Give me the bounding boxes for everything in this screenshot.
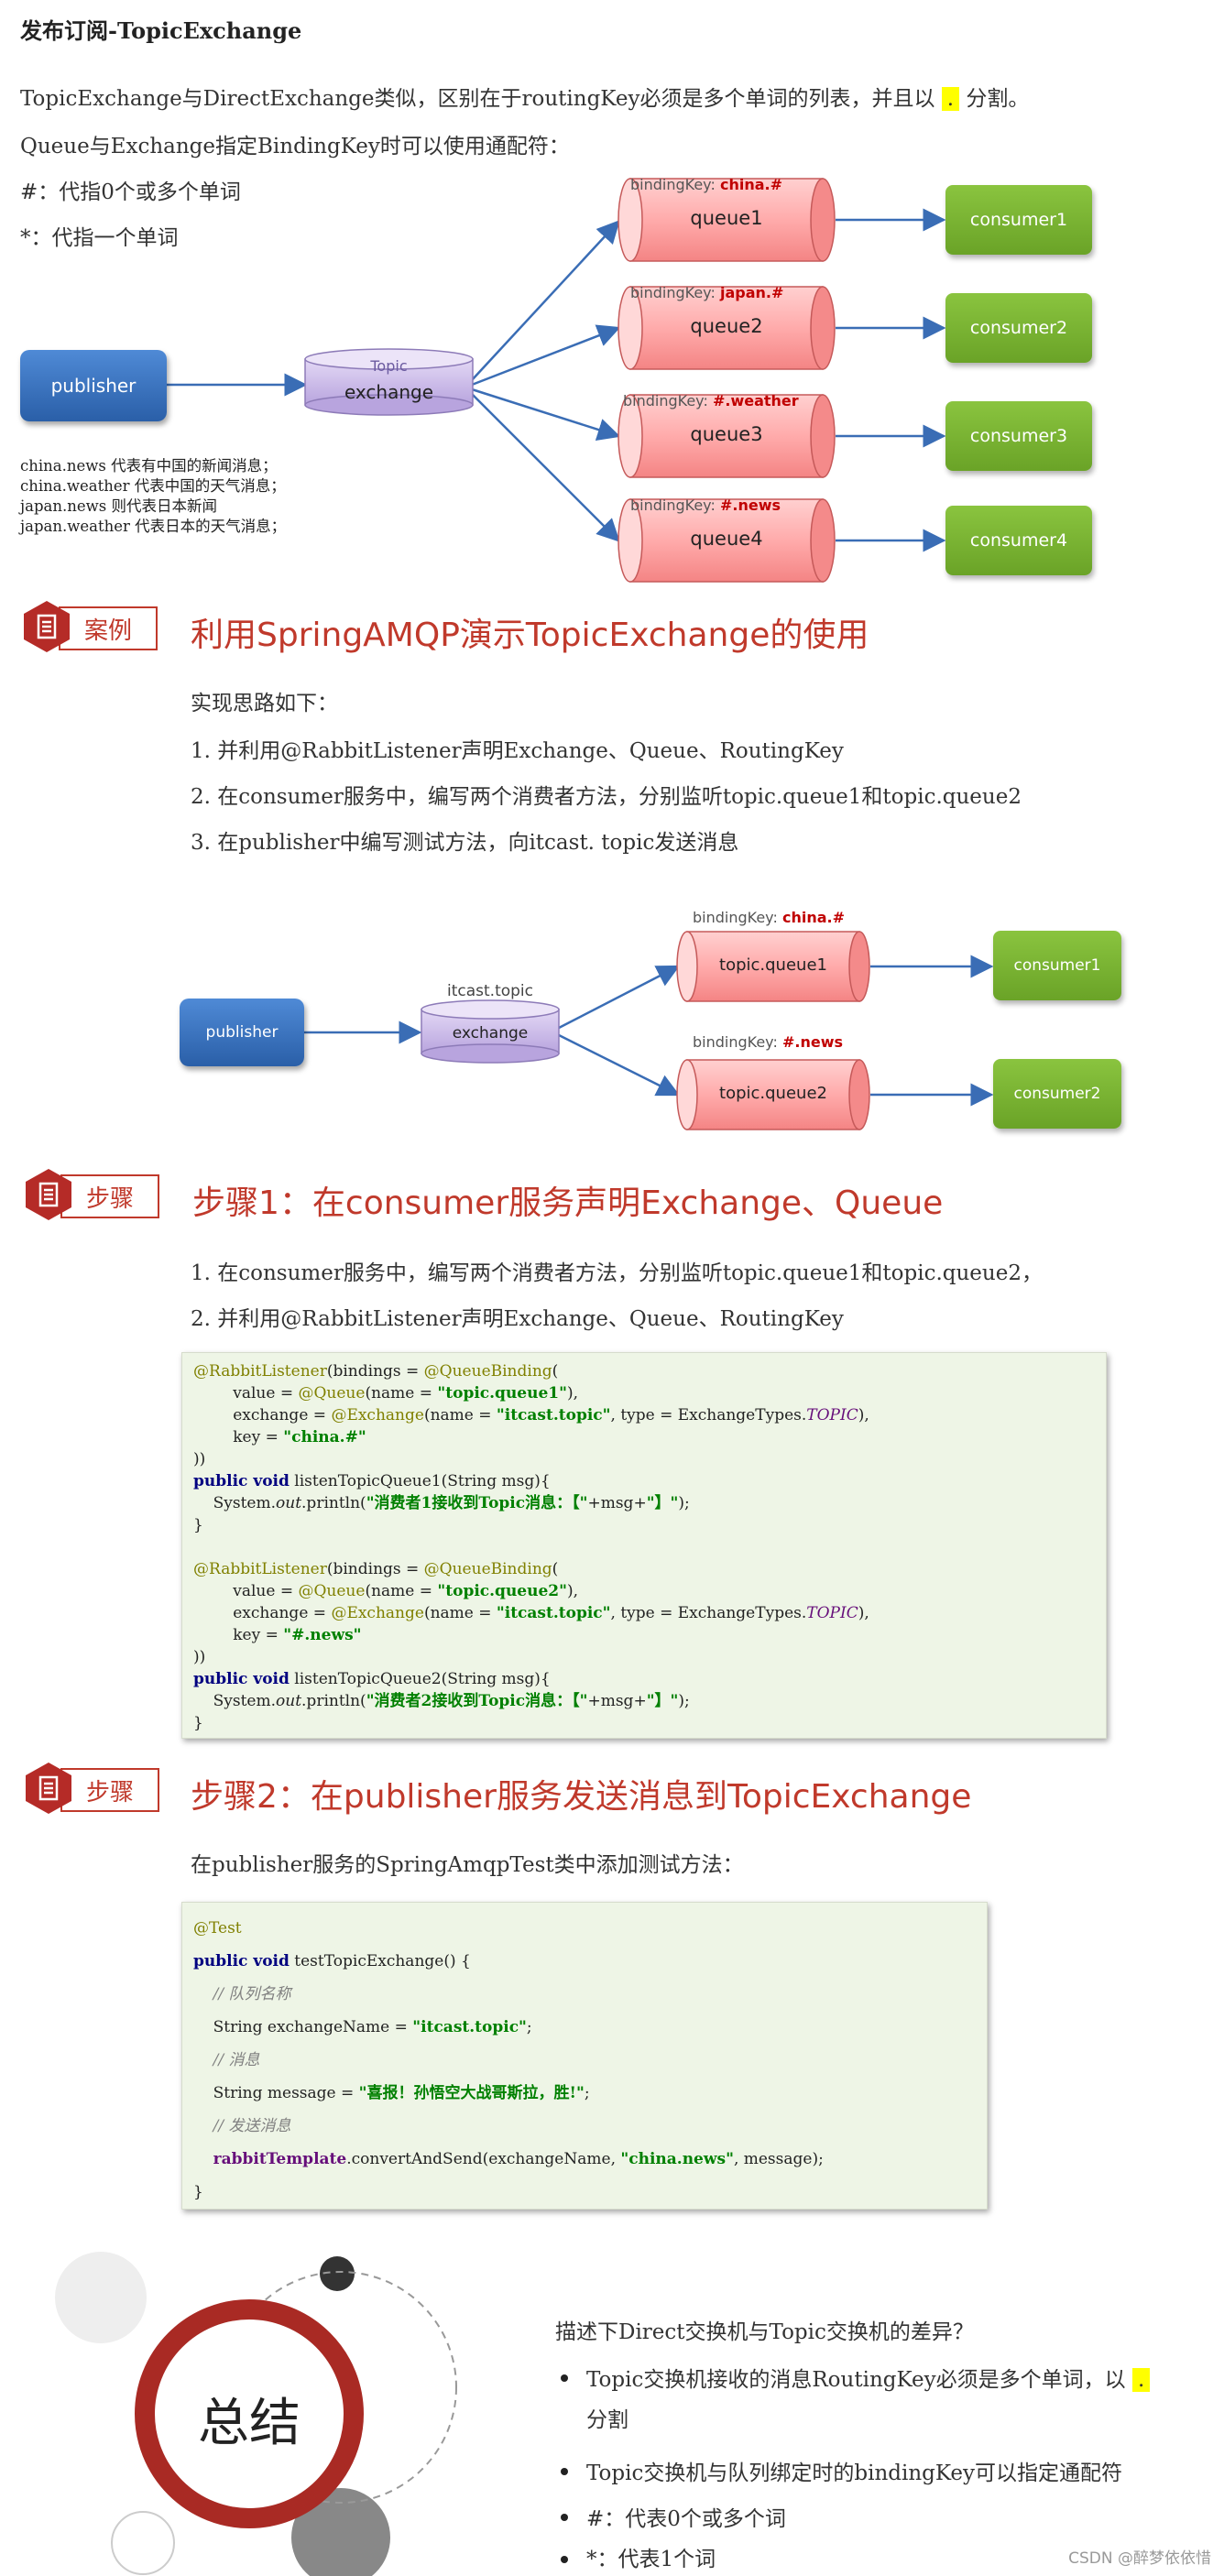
consumer-listener-code: @RabbitListener(bindings = @QueueBinding… [181,1352,1107,1739]
page-title: 发布订阅-TopicExchange [20,13,301,45]
publisher-node: publisher [20,350,167,421]
exchange-label-2: exchange [421,1024,559,1042]
summary-decoration: 总结 [0,2226,513,2576]
publisher-node-2: publisher [180,999,304,1066]
case-step-2: 2. 在consumer服务中，编写两个消费者方法，分别监听topic.queu… [191,779,1022,810]
arrow-exchange-topic-queue2 [559,1035,678,1095]
binding-prefix: bindingKey: [693,1033,778,1051]
intro-line-2: Queue与Exchange指定BindingKey时可以使用通配符： [20,128,570,159]
step1-tag: 步骤 [60,1174,159,1218]
binding-key-1: bindingKey: china.# [630,176,782,193]
summary-circle-text: 总结 [145,2382,354,2456]
exchange-name-label: itcast.topic [421,982,559,1000]
note-line: china.news 代表有中国的新闻消息； [20,456,286,476]
step2-lead: 在publisher服务的SpringAmqpTest类中添加测试方法： [191,1847,744,1878]
summary-bullet-1-end: 分割 [586,2402,628,2433]
bullet-dot [561,2514,568,2521]
step1-item-1: 1. 在consumer服务中，编写两个消费者方法，分别监听topic.queu… [191,1255,1043,1286]
code-text: @Test public void testTopicExchange() { … [182,1903,987,2218]
binding-value: #.news [720,497,781,514]
dot-highlight: . [942,87,959,111]
topic-diagram-2: publisher itcast.topic exchange bindingK… [0,907,1224,1136]
summary-question: 描述下Direct交换机与Topic交换机的差异？ [555,2314,974,2345]
note-line: japan.weather 代表日本的天气消息； [20,517,286,537]
consumer-node-4: consumer4 [945,506,1092,575]
code-text: @RabbitListener(bindings = @QueueBinding… [182,1353,1106,1741]
summary-bullet-1: Topic交换机接收的消息RoutingKey必须是多个单词，以 . [586,2362,1150,2393]
intro-line-1-text: TopicExchange与DirectExchange类似，区别在于routi… [20,87,934,111]
summary-bullet-3: #：代表0个或多个词 [586,2501,786,2532]
binding-prefix: bindingKey: [623,392,708,409]
binding-value: #.weather [713,392,799,409]
arrow-exchange-topic-queue1 [559,966,678,1028]
step2-tag: 步骤 [60,1768,159,1812]
topic-diagram-1: publisher Topic exchange bindingKey: chi… [0,165,1224,595]
binding-value: #.news [782,1033,843,1051]
arrow-exchange-queue4 [472,394,618,540]
step2-title: 步骤2：在publisher服务发送消息到TopicExchange [191,1770,971,1817]
binding-value: china.# [782,909,845,926]
step1-title: 步骤1：在consumer服务声明Exchange、Queue [192,1176,943,1224]
binding-prefix: bindingKey: [630,284,716,301]
consumer-node-2: consumer2 [945,293,1092,363]
binding-prefix: bindingKey: [630,176,716,193]
binding-key-2: bindingKey: japan.# [630,284,783,301]
case-step-3: 3. 在publisher中编写测试方法，向itcast. topic发送消息 [191,824,738,856]
binding-value: japan.# [720,284,783,301]
queue-label-2: queue2 [630,315,823,337]
binding-key-topic-2: bindingKey: #.news [693,1033,843,1051]
binding-prefix: bindingKey: [693,909,778,926]
binding-prefix: bindingKey: [630,497,716,514]
binding-key-3: bindingKey: #.weather [623,392,799,409]
case-title: 利用SpringAMQP演示TopicExchange的使用 [191,608,869,656]
routing-notes: china.news 代表有中国的新闻消息； china.weather 代表中… [20,456,286,537]
case-lead: 实现思路如下： [191,685,338,716]
topic-queue-label-1: topic.queue1 [687,955,859,975]
case-tag: 案例 [59,606,158,650]
note-line: china.weather 代表中国的天气消息； [20,476,286,497]
queue-label-1: queue1 [630,207,823,229]
binding-key-4: bindingKey: #.news [630,497,781,514]
consumer-node-1: consumer1 [945,185,1092,255]
arrow-exchange-queue3 [472,389,618,436]
exchange-type-label: Topic [305,357,473,375]
queue-label-4: queue4 [630,528,823,550]
note-line: japan.news 则代表日本新闻 [20,497,286,517]
intro-line-1-end: 分割。 [966,87,1029,111]
exchange-label: exchange [305,381,473,403]
watermark: CSDN @醉梦依依惜 [1068,2545,1211,2568]
consumer-node-topic-2: consumer2 [993,1059,1121,1129]
summary-bullet-4: *：代表1个词 [586,2541,716,2572]
binding-value: china.# [720,176,782,193]
bullet-dot [561,2374,568,2382]
topic-queue-label-2: topic.queue2 [687,1084,859,1103]
queue-label-3: queue3 [630,423,823,445]
summary-bullet-2: Topic交换机与队列绑定时的bindingKey可以指定通配符 [586,2455,1122,2486]
bullet-dot [561,2468,568,2475]
bullet-dot [561,2556,568,2563]
intro-line-1: TopicExchange与DirectExchange类似，区别在于routi… [20,81,1029,112]
case-step-1: 1. 并利用@RabbitListener声明Exchange、Queue、Ro… [191,733,844,764]
consumer-node-topic-1: consumer1 [993,931,1121,1000]
publisher-test-code: @Test public void testTopicExchange() { … [181,1902,988,2210]
step1-item-2: 2. 并利用@RabbitListener声明Exchange、Queue、Ro… [191,1301,844,1332]
binding-key-topic-1: bindingKey: china.# [693,909,845,926]
summary-bullet-1-text: Topic交换机接收的消息RoutingKey必须是多个单词，以 [586,2368,1126,2392]
consumer-node-3: consumer3 [945,401,1092,471]
dot-highlight: . [1132,2368,1150,2392]
